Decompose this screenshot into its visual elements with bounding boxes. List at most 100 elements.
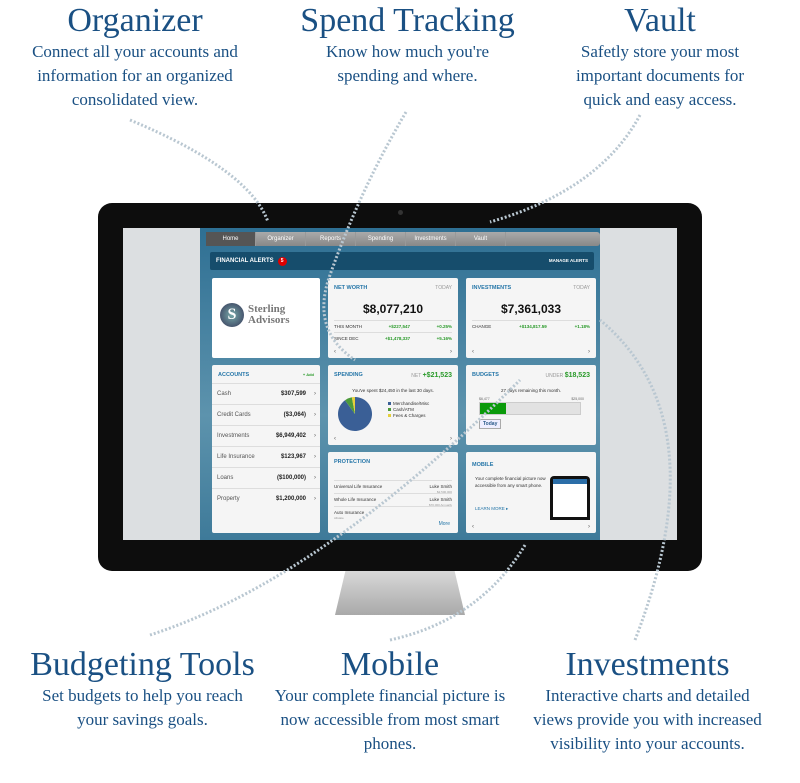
card-period: TODAY [573,285,590,291]
feature-title: Budgeting Tools [30,646,255,683]
account-row[interactable]: Life Insurance$123,967› [212,446,320,467]
row-pct: +0.25% [436,324,452,329]
chevron-right-icon: › [314,391,316,397]
card-title: BUDGETS [472,372,499,378]
account-row[interactable]: Credit Cards($3,064)› [212,404,320,425]
spending-card: SPENDING NET +$21,523 You've spent $24,4… [328,365,458,445]
card-title: NET WORTH [334,285,368,291]
pager: ‹› [334,349,452,355]
feature-text: Safetly store your most important docume… [575,42,745,109]
account-name: Credit Cards [217,412,251,418]
logo-card: S Sterling Advisors [212,278,320,358]
legend-item: Fees & Charges [388,413,429,419]
account-row[interactable]: Property$1,200,000› [212,488,320,509]
account-name: Cash [217,391,232,397]
prev-icon[interactable]: ‹ [334,436,336,442]
card-title: INVESTMENTS [472,285,512,291]
account-row[interactable]: Loans($100,000)› [212,467,320,488]
pager: ‹› [472,524,590,530]
card-title: MOBILE [472,462,494,468]
card-title: ACCOUNTS [218,372,250,378]
next-icon[interactable]: › [450,436,452,442]
legend-label: Fees & Charges [393,413,426,418]
row-label: CHANGE [472,324,492,329]
account-name: Property [217,496,240,502]
net-worth-row: SINCE DEC +$1,478,337 +5.16% [334,332,452,341]
next-icon[interactable]: › [588,349,590,355]
legend-label: Merchandise/Misc [393,401,430,406]
monitor-stand [335,571,465,615]
prev-icon[interactable]: ‹ [472,524,474,530]
feature-title: Investments [565,646,730,683]
spending-pie-chart[interactable] [338,397,372,431]
spending-summary: You've spent $24,450 in the last 30 days… [352,388,434,393]
policy-holder: Luke Smith [429,497,452,502]
feature-text: Your complete financial picture is now a… [274,686,506,753]
learn-more-link[interactable]: LEARN MORE ▸ [475,506,509,511]
feature-text: Know how much you're spending and where. [325,42,490,85]
add-account-button[interactable]: + Add [302,372,314,377]
budget-spent: $6,477 [479,397,490,401]
days-remaining: 27 days remaining this month. [500,388,562,393]
prev-icon[interactable]: ‹ [334,349,336,355]
row-label: SINCE DEC [334,336,359,341]
more-link[interactable]: More [438,521,450,527]
mobile-text: Your complete financial picture now acce… [475,476,546,488]
budget-progress-bar [479,402,581,415]
account-balance: ($100,000) [276,475,306,481]
card-period: TODAY [435,285,452,291]
chevron-right-icon: › [314,454,316,460]
screen: Home Organizer Reports Spending Investme… [123,228,677,540]
net-label: NET [411,373,422,379]
row-pct: +1.18% [574,324,590,329]
feature-text: Connect all your accounts and informatio… [32,42,238,109]
monitor: Home Organizer Reports Spending Investme… [98,203,702,571]
account-row[interactable]: Cash$307,599› [212,383,320,404]
net-value: +$21,523 [422,372,452,379]
nav-vault[interactable]: Vault [456,232,506,246]
next-icon[interactable]: › [450,349,452,355]
row-pct: +5.16% [436,336,452,341]
legend-swatch [388,414,391,417]
mobile-card: MOBILE Your complete financial picture n… [466,452,596,533]
manage-alerts-link[interactable]: MANAGE ALERTS [548,258,588,263]
card-title: PROTECTION [334,459,371,465]
account-name: Loans [217,475,234,481]
camera-icon [398,210,403,215]
net-worth-card: NET WORTH TODAY $8,077,210 THIS MONTH+$22… [328,278,458,358]
chevron-right-icon: › [314,496,316,502]
dashboard: Home Organizer Reports Spending Investme… [200,228,600,540]
nav-spending[interactable]: Spending [356,232,406,246]
pager: ‹› [472,349,590,355]
alerts-count[interactable]: 5 [277,257,287,266]
net-worth-value: $8,077,210 [362,302,424,316]
chevron-right-icon: › [314,412,316,418]
row-amount: +$1,478,337 [384,336,411,341]
legend-swatch [388,402,391,405]
account-balance: $6,949,402 [275,433,306,439]
account-name: Investments [217,433,250,439]
logo-text: Sterling Advisors [248,303,290,326]
feature-title: Spend Tracking [300,2,515,39]
prev-icon[interactable]: ‹ [472,349,474,355]
account-row[interactable]: Investments$6,949,402› [212,425,320,446]
next-icon[interactable]: › [588,524,590,530]
legend-label: Cash/ATM [393,407,414,412]
nav-reports[interactable]: Reports [306,232,356,246]
feature-title: Mobile [340,646,440,683]
nav-organizer[interactable]: Organizer [256,232,306,246]
nav-investments[interactable]: Investments [406,232,456,246]
budget-progress-fill [480,403,506,414]
net-worth-row: THIS MONTH+$227,547+0.25% [334,320,452,329]
nav-home[interactable]: Home [206,232,256,246]
policy-provider: Allstate [334,516,344,520]
